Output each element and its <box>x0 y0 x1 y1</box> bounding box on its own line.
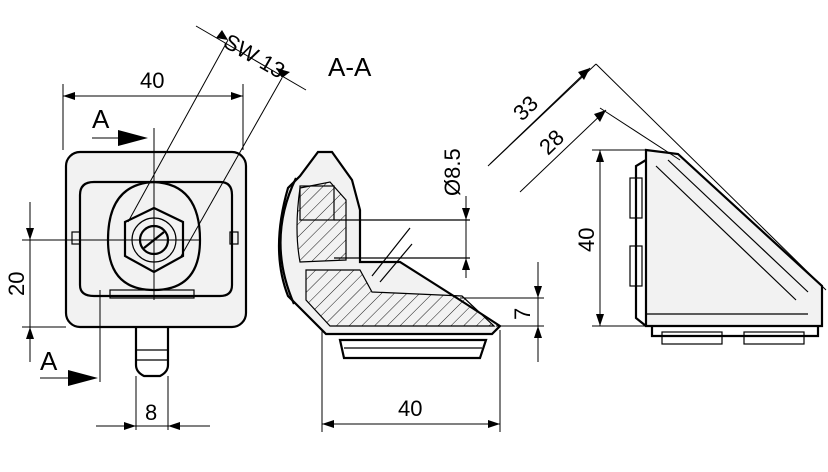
wrench-leader-1 <box>127 39 229 223</box>
wrench-size-label: SW 13 <box>220 29 290 84</box>
front-inner-housing <box>78 180 234 298</box>
cut-marker-top-arrow <box>118 130 148 146</box>
step-arrow-t <box>534 286 542 298</box>
front-view: SW 13 40 20 8 A A <box>4 25 307 430</box>
front-height-arrow-t <box>26 228 34 240</box>
diag-outer-arrow <box>578 68 590 80</box>
side-bottom-slot-1 <box>661 331 723 345</box>
section-wedge-2 <box>379 243 413 283</box>
hole-diameter-label: Ø8.5 <box>440 148 465 196</box>
section-wedge-1 <box>371 227 411 277</box>
step-label: 7 <box>510 308 535 320</box>
nut-width-arrow-r <box>168 422 180 430</box>
section-label: A-A <box>328 52 372 82</box>
side-bottom-rail <box>650 326 820 338</box>
cut-marker-top-letter: A <box>92 104 110 134</box>
front-tongue <box>134 327 170 378</box>
front-width-label: 40 <box>140 68 164 93</box>
side-hyp-inner <box>667 159 809 293</box>
wrench-arrow-1 <box>216 30 228 40</box>
front-height-label: 20 <box>4 272 29 296</box>
diag-inner-dim-line <box>519 109 607 193</box>
diag-inner-arrow <box>594 110 606 122</box>
wrench-arrow-2 <box>276 68 290 78</box>
side-left-rail <box>634 159 647 327</box>
hole-arrow-b <box>462 258 470 270</box>
diag-outer-dim-line <box>489 67 591 165</box>
front-height-arrow-b <box>26 327 34 339</box>
side-height-arrow-t <box>596 150 604 162</box>
side-left-slot-1 <box>629 177 643 219</box>
diag-outer-ext-2 <box>595 63 827 291</box>
diag-inner-label: 28 <box>534 125 569 160</box>
section-width-arrow-l <box>322 420 334 428</box>
front-width-arrow-l <box>63 92 75 100</box>
side-height-label: 40 <box>574 228 599 252</box>
side-height-arrow-b <box>596 314 604 326</box>
section-slot-nut <box>338 338 488 360</box>
side-left-slot-2 <box>629 245 643 287</box>
front-left-pin <box>71 231 81 245</box>
side-view: 40 33 28 <box>487 63 827 345</box>
section-view: A-A Ø8.5 7 40 <box>277 52 544 432</box>
diag-inner-ext <box>599 107 681 161</box>
side-hyp-inner-2 <box>655 165 797 301</box>
nut-width-label: 8 <box>145 400 157 425</box>
section-hatch-lower <box>305 269 496 327</box>
step-arrow-b <box>534 326 542 338</box>
side-bottom-slot-2 <box>743 331 805 345</box>
nut-width-arrow-l <box>124 422 136 430</box>
hole-arrow-t <box>462 208 470 220</box>
wrench-dim-line <box>195 25 307 91</box>
section-hatch-upper <box>296 181 347 263</box>
wrench-leader-2 <box>179 77 283 259</box>
section-left-cap <box>279 177 297 305</box>
section-bore <box>299 185 335 221</box>
cut-marker-bottom-letter: A <box>40 346 58 376</box>
section-width-label: 40 <box>398 396 422 421</box>
diag-outer-label: 33 <box>508 91 543 126</box>
front-right-pin <box>229 231 239 245</box>
front-width-arrow-r <box>231 92 243 100</box>
section-width-arrow-r <box>488 420 500 428</box>
cut-marker-bottom-arrow <box>68 370 98 386</box>
